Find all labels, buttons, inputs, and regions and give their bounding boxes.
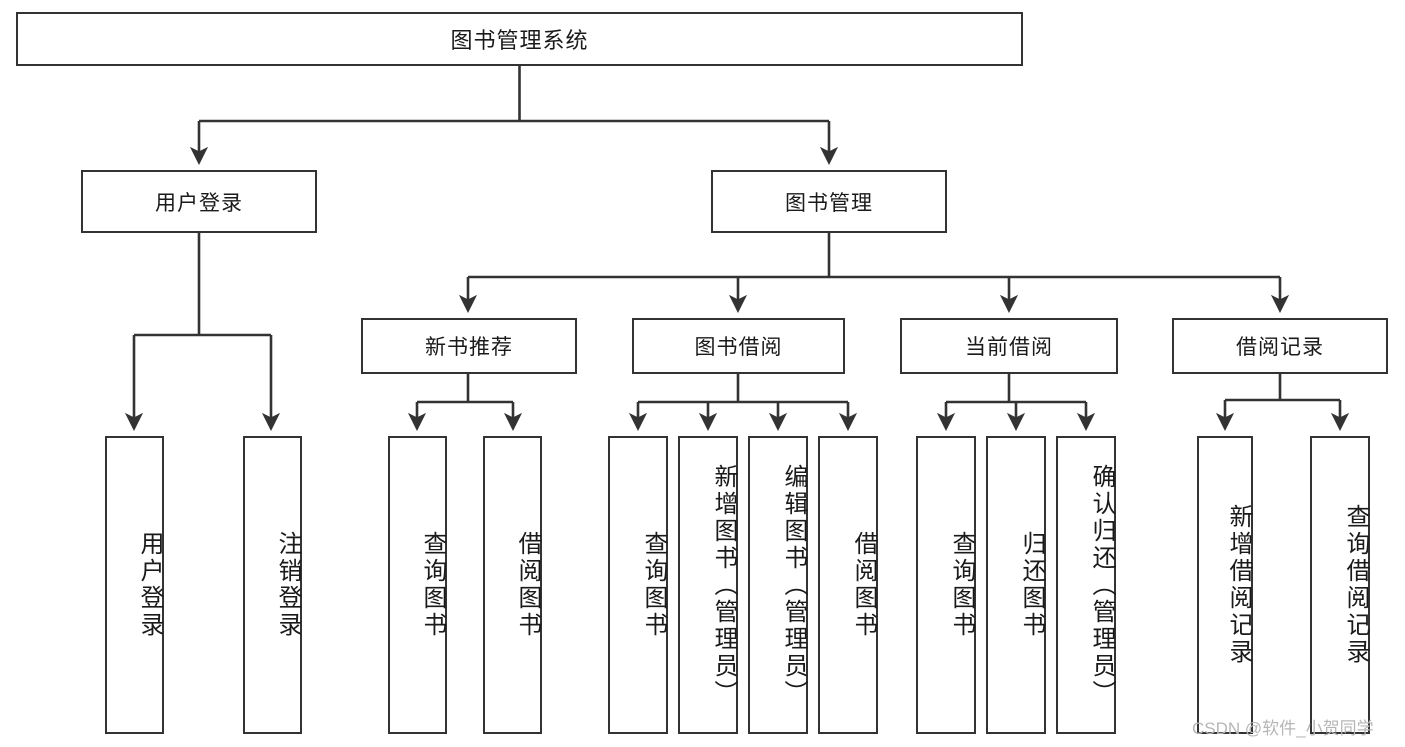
node-current-borrow[interactable]: 当前借阅 bbox=[900, 318, 1118, 374]
node-leaf-add-book[interactable]: 新增图书（管理员） bbox=[678, 436, 738, 734]
node-label: 确认归还（管理员） bbox=[1088, 463, 1115, 707]
node-leaf-edit-book[interactable]: 编辑图书（管理员） bbox=[748, 436, 808, 734]
node-leaf-logout[interactable]: 注销登录 bbox=[243, 436, 302, 734]
node-label: 当前借阅 bbox=[965, 336, 1053, 359]
node-label: 新增图书（管理员） bbox=[710, 463, 737, 707]
node-book-manage[interactable]: 图书管理 bbox=[711, 170, 947, 233]
node-leaf-query-book-recommend[interactable]: 查询图书 bbox=[388, 436, 447, 734]
node-label: 用户登录 bbox=[136, 531, 163, 639]
node-label: 借阅图书 bbox=[850, 531, 877, 639]
node-root-system[interactable]: 图书管理系统 bbox=[16, 12, 1023, 66]
node-label: 查询图书 bbox=[419, 531, 446, 639]
node-leaf-user-login[interactable]: 用户登录 bbox=[105, 436, 164, 734]
node-label: 借阅记录 bbox=[1236, 336, 1324, 359]
node-leaf-add-borrow-record[interactable]: 新增借阅记录 bbox=[1197, 436, 1253, 734]
node-leaf-query-book-current[interactable]: 查询图书 bbox=[916, 436, 976, 734]
node-book-borrow[interactable]: 图书借阅 bbox=[632, 318, 845, 374]
node-label: 新书推荐 bbox=[425, 336, 513, 359]
node-label: 图书管理系统 bbox=[450, 28, 589, 53]
node-leaf-borrow-book-recommend[interactable]: 借阅图书 bbox=[483, 436, 542, 734]
node-label: 查询图书 bbox=[640, 531, 667, 639]
node-label: 归还图书 bbox=[1018, 531, 1045, 639]
node-leaf-borrow-book[interactable]: 借阅图书 bbox=[818, 436, 878, 734]
node-borrow-record[interactable]: 借阅记录 bbox=[1172, 318, 1388, 374]
node-label: 编辑图书（管理员） bbox=[780, 463, 807, 707]
node-label: 新增借阅记录 bbox=[1225, 504, 1252, 666]
node-new-book-recommend[interactable]: 新书推荐 bbox=[361, 318, 577, 374]
node-leaf-query-borrow-record[interactable]: 查询借阅记录 bbox=[1310, 436, 1370, 734]
node-label: 图书管理 bbox=[785, 191, 873, 215]
node-label: 借阅图书 bbox=[514, 531, 541, 639]
watermark: CSDN @软件_小贺同学 bbox=[1192, 719, 1374, 738]
node-leaf-confirm-return[interactable]: 确认归还（管理员） bbox=[1056, 436, 1116, 734]
node-label: 图书借阅 bbox=[694, 336, 783, 359]
node-leaf-return-book[interactable]: 归还图书 bbox=[986, 436, 1046, 734]
node-label: 查询图书 bbox=[948, 531, 975, 639]
node-leaf-query-book-borrow[interactable]: 查询图书 bbox=[608, 436, 668, 734]
node-label: 注销登录 bbox=[274, 531, 301, 639]
node-user-login[interactable]: 用户登录 bbox=[81, 170, 317, 233]
node-label: 查询借阅记录 bbox=[1342, 504, 1369, 666]
node-label: 用户登录 bbox=[155, 191, 243, 215]
